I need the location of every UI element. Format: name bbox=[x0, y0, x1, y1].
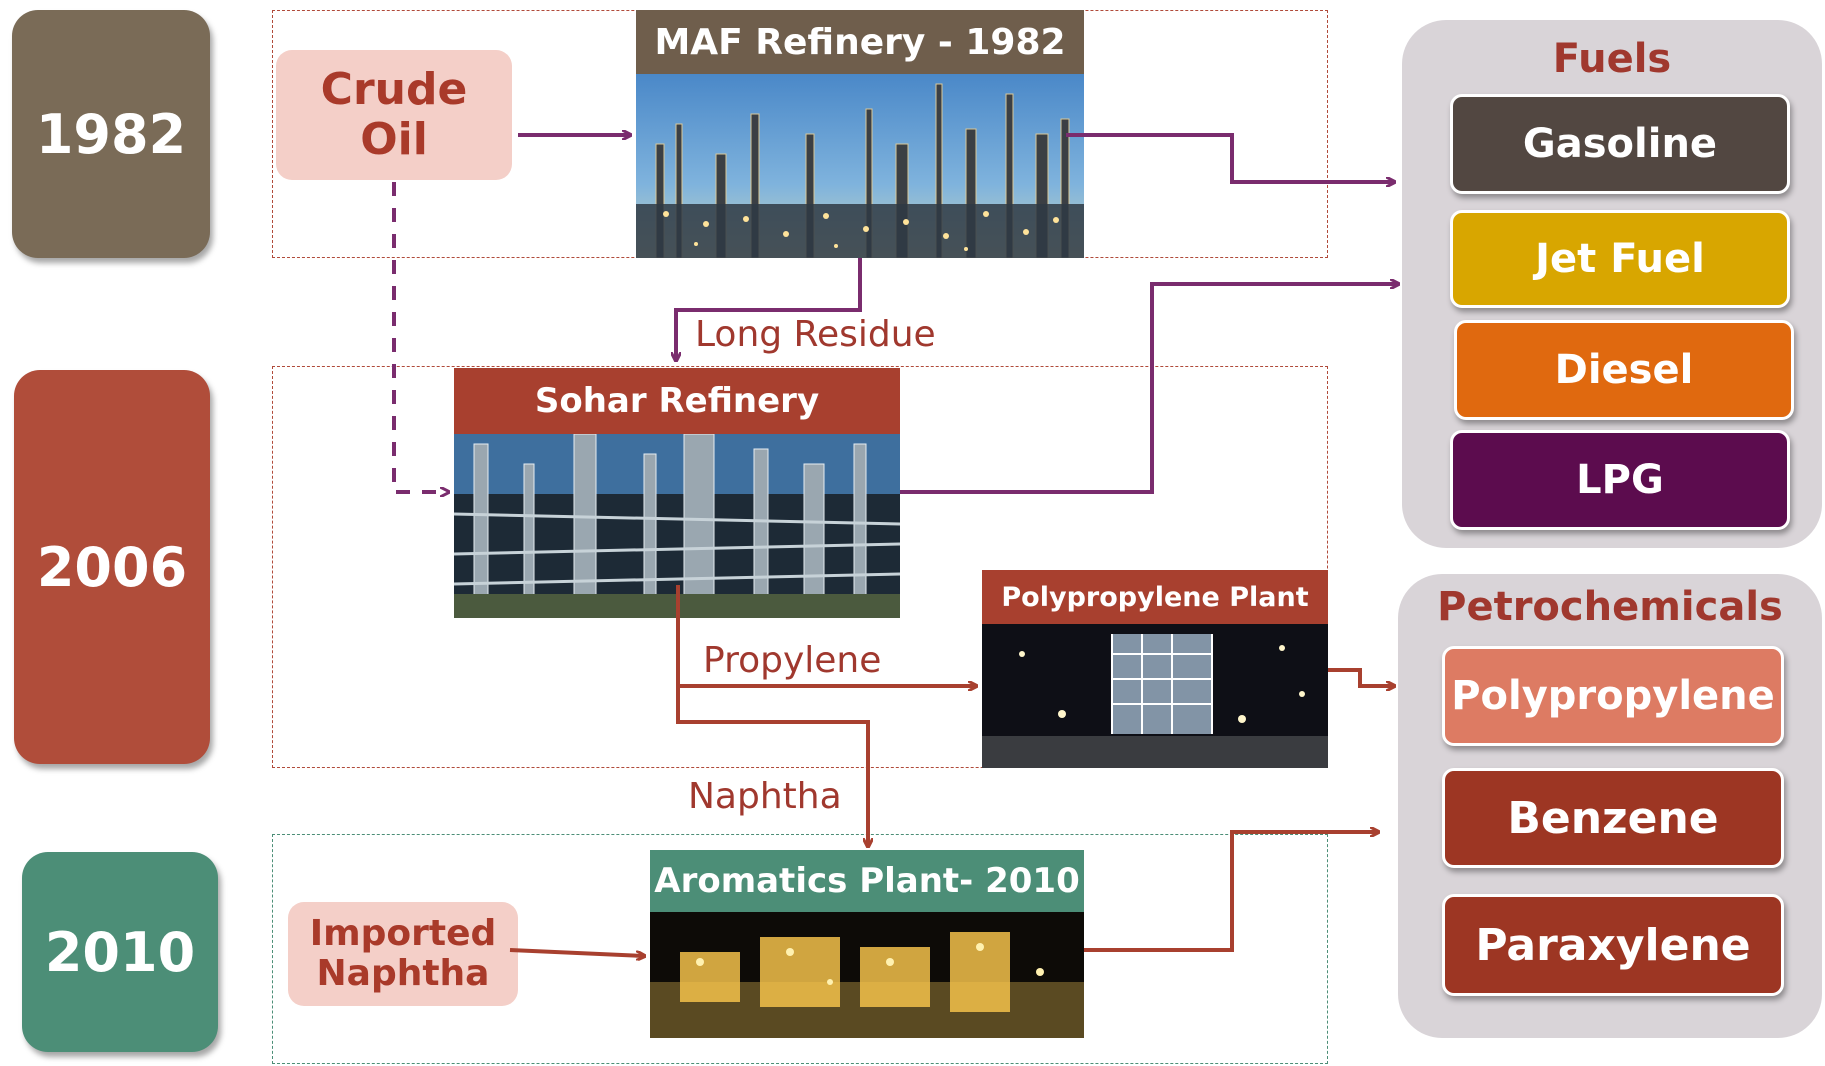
plant-photo-image bbox=[650, 912, 1084, 1038]
maf-refinery: MAF Refinery - 1982 bbox=[636, 10, 1084, 258]
long-residue-label: Long Residue bbox=[695, 314, 936, 355]
maf-refinery-photo bbox=[636, 74, 1084, 258]
fuel-gasoline: Gasoline bbox=[1450, 94, 1790, 194]
crude-oil-box: Crude Oil bbox=[276, 50, 512, 180]
polypropylene-plant-photo bbox=[982, 624, 1328, 768]
aromatics-plant: Aromatics Plant- 2010 bbox=[650, 850, 1084, 1038]
fuel-diesel: Diesel bbox=[1454, 320, 1794, 420]
propylene-label: Propylene bbox=[703, 640, 882, 681]
polypropylene-plant: Polypropylene Plant bbox=[982, 570, 1328, 768]
aromatics-plant-photo bbox=[650, 912, 1084, 1038]
polypropylene-plant-title: Polypropylene Plant bbox=[982, 570, 1328, 624]
refinery-photo-image bbox=[636, 74, 1084, 258]
petrochem-polypropylene: Polypropylene bbox=[1442, 646, 1784, 746]
year-2010-box: 2010 bbox=[22, 852, 218, 1052]
petrochem-benzene: Benzene bbox=[1442, 768, 1784, 868]
plant-photo-image bbox=[982, 624, 1328, 768]
maf-refinery-title: MAF Refinery - 1982 bbox=[636, 10, 1084, 74]
fuel-lpg: LPG bbox=[1450, 430, 1790, 530]
naphtha-label: Naphtha bbox=[688, 776, 842, 817]
year-1982-box: 1982 bbox=[12, 10, 210, 258]
refinery-photo-image bbox=[454, 434, 900, 618]
aromatics-plant-title: Aromatics Plant- 2010 bbox=[650, 850, 1084, 912]
petrochem-paraxylene: Paraxylene bbox=[1442, 894, 1784, 996]
arrow-pp-to-petrochem bbox=[1328, 668, 1394, 686]
year-2006-box: 2006 bbox=[14, 370, 210, 764]
sohar-refinery-photo bbox=[454, 434, 900, 618]
sohar-refinery-title: Sohar Refinery bbox=[454, 368, 900, 434]
imported-naphtha-box: Imported Naphtha bbox=[288, 902, 518, 1006]
sohar-refinery: Sohar Refinery bbox=[454, 368, 900, 618]
fuel-jet-fuel: Jet Fuel bbox=[1450, 210, 1790, 308]
fuels-title: Fuels bbox=[1552, 36, 1672, 82]
petrochemicals-title: Petrochemicals bbox=[1437, 584, 1783, 630]
